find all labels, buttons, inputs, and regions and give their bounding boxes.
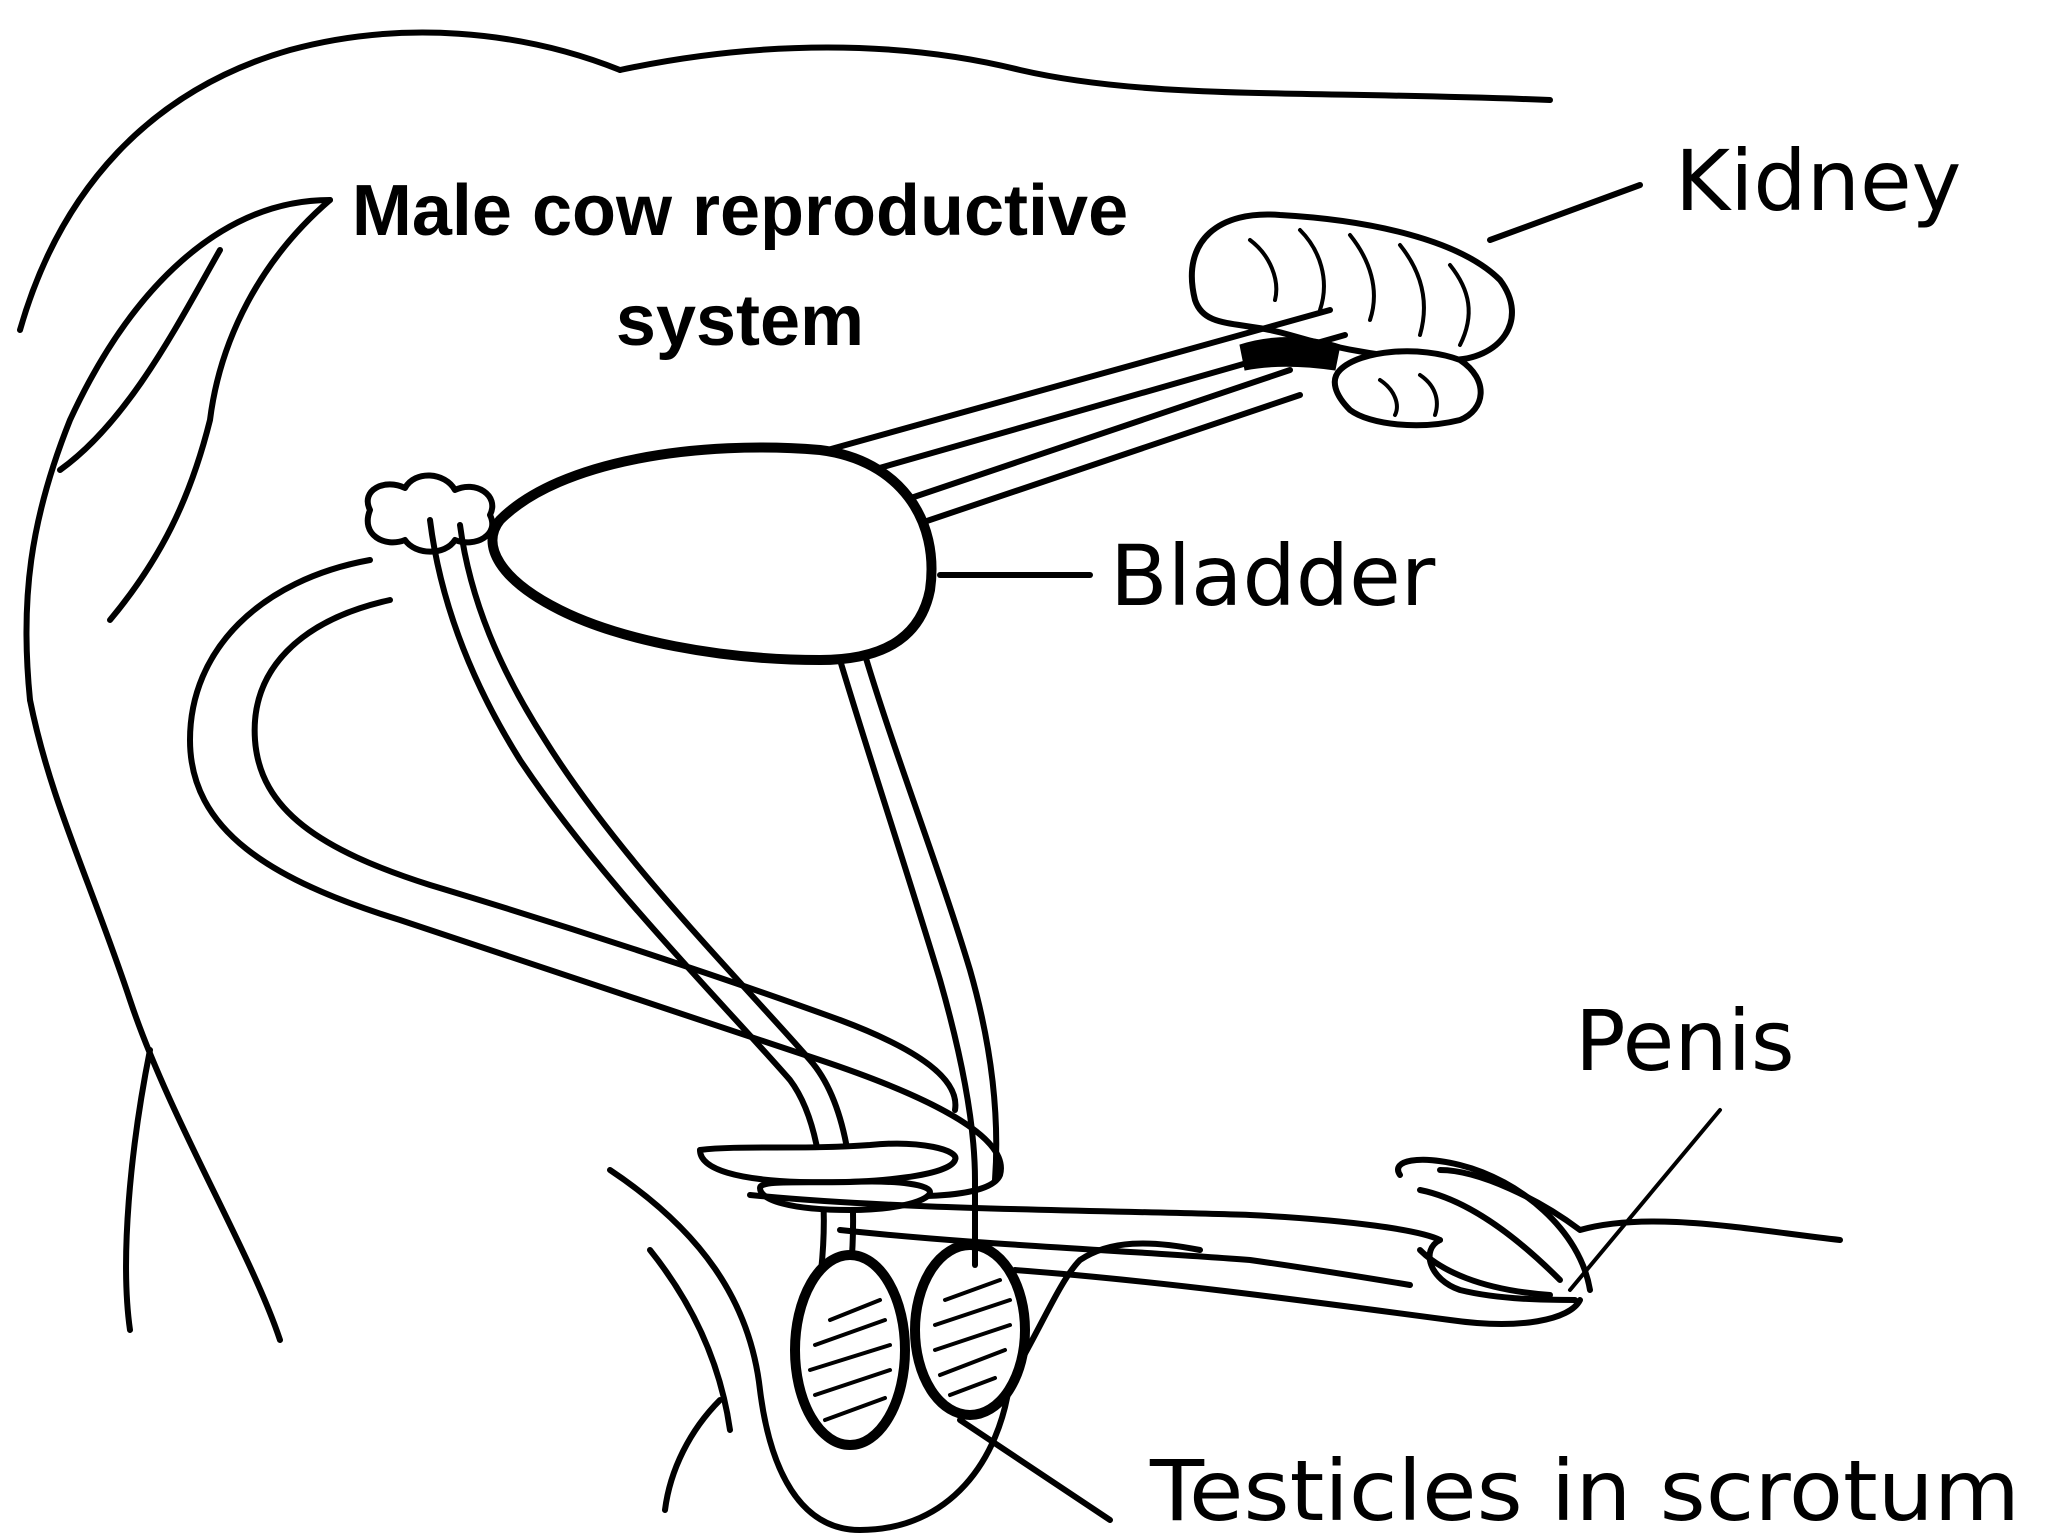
testicle-left	[790, 1250, 910, 1450]
label-testicles: Testicles in scrotum	[1149, 1442, 2020, 1536]
leader-lines	[937, 182, 1722, 1523]
label-penis: Penis	[1575, 992, 1795, 1090]
diagram-title-line2: system	[616, 281, 864, 361]
testicle-right	[910, 1177, 1030, 1420]
kidney-organ	[1188, 211, 1515, 429]
body-outline	[17, 29, 1553, 1343]
bladder-organ	[487, 442, 937, 665]
label-kidney: Kidney	[1675, 132, 1961, 230]
label-bladder: Bladder	[1110, 527, 1436, 625]
scrotum-organ	[607, 1167, 1203, 1533]
penis-organ	[747, 1156, 1843, 1327]
diagram-title-line1: Male cow reproductive	[352, 171, 1128, 251]
